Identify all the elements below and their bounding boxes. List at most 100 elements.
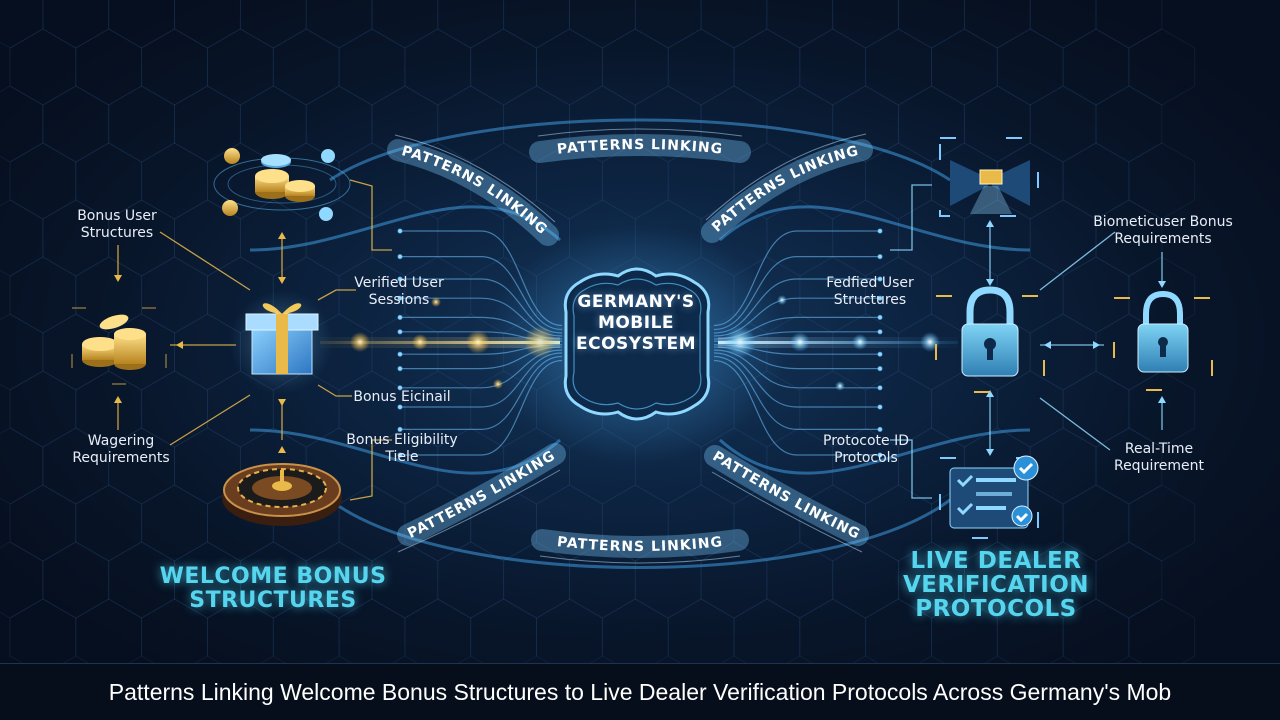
background-hexagon: [338, 142, 406, 220]
center-title-line-3: ECOSYSTEM: [576, 334, 696, 354]
background-hexagon: [1029, 427, 1097, 505]
arc-label-bottom-center: PATTERNS LINKING: [556, 534, 724, 555]
background-hexagon: [141, 28, 208, 106]
right-title-line: PROTOCOLS: [915, 596, 1077, 622]
label-line: Bonus Eicinail: [353, 389, 451, 405]
circuit-node-right: [877, 329, 883, 335]
background-hexagon: [634, 0, 702, 49]
circuit-node-right: [877, 314, 883, 320]
circuit-node-left: [397, 452, 403, 458]
background-hexagon: [1128, 598, 1196, 676]
background-hexagon: [996, 142, 1064, 220]
circuit-node-right: [877, 404, 883, 410]
center-title-line-1: GERMANY'S: [577, 292, 695, 312]
background-hexagon: [174, 0, 241, 49]
circuit-node-right: [877, 426, 883, 432]
background-hexagon: [75, 256, 143, 334]
background-hexagon: [9, 256, 77, 334]
background-hexagon: [1062, 598, 1130, 676]
background-hexagon: [931, 256, 998, 334]
background-hexagon: [9, 142, 77, 220]
label-verified-user-sessions: Verified User Sessions: [344, 275, 454, 309]
circuit-node-left: [397, 295, 403, 301]
background-hexagon: [536, 598, 603, 676]
background-hexagon: [108, 199, 175, 277]
circuit-node-left: [397, 426, 403, 432]
background-hexagon: [832, 313, 899, 391]
label-bonus-eligibility: Bonus Eligibility Tiele: [336, 432, 468, 466]
background-hexagon: [239, 85, 307, 163]
background-hexagon: [108, 541, 175, 619]
padlock-right-icon: [1113, 290, 1213, 391]
background-hexagon: [1029, 0, 1097, 49]
background-hexagon: [207, 598, 274, 676]
background-hexagon: [931, 370, 998, 448]
background-hexagon: [75, 598, 143, 676]
background-hexagon: [9, 598, 77, 676]
label-line: Protocote ID: [823, 433, 909, 449]
light-sparkle: [777, 295, 787, 305]
gift-box-icon: [230, 290, 334, 394]
label-line: Fedfied User: [826, 275, 914, 291]
background-hexagon: [503, 0, 570, 49]
circuit-node-left: [397, 404, 403, 410]
label-line: Real-Time: [1124, 441, 1194, 457]
background-hexagon: [108, 427, 175, 505]
background-hexagon: [1128, 28, 1196, 106]
background-hexagon: [207, 142, 274, 220]
background-hexagon: [42, 313, 110, 391]
background-hexagon: [799, 28, 867, 106]
left-title-line: STRUCTURES: [189, 588, 357, 613]
label-line: Structures: [80, 225, 154, 241]
light-sparkle: [790, 332, 810, 352]
background-hexagon: [601, 28, 669, 106]
label-line: Biometicuser Bonus: [1093, 214, 1233, 230]
circuit-node-right: [877, 366, 883, 372]
background-hexagon: [174, 85, 241, 163]
circuit-node-left: [397, 385, 403, 391]
background-hexagon: [437, 199, 505, 277]
light-sparkle: [431, 297, 441, 307]
light-sparkle: [835, 381, 845, 391]
background-hexagon: [898, 85, 965, 163]
background-hexagon: [75, 484, 143, 562]
circuit-node-right: [877, 276, 883, 282]
background-hexagon: [898, 0, 965, 49]
background-hexagon: [239, 199, 307, 277]
background-hexagon: [437, 541, 505, 619]
background-hexagon: [0, 199, 44, 277]
background-hexagon: [75, 370, 143, 448]
center-title-line-2: MOBILE: [597, 313, 675, 333]
background-hexagon: [239, 541, 307, 619]
circuit-node-right: [877, 452, 883, 458]
background-hexagon: [437, 0, 505, 49]
background-hexagon: [898, 199, 965, 277]
background-hexagon: [75, 28, 143, 106]
background-hexagon: [1062, 142, 1130, 220]
background-hexagon: [865, 370, 932, 448]
background-hexagon: [305, 199, 373, 277]
background-hexagon: [42, 85, 110, 163]
background-hexagon: [1128, 142, 1196, 220]
background-hexagon: [1062, 370, 1130, 448]
circuit-node-right: [877, 228, 883, 234]
background-hexagon: [371, 85, 439, 163]
circuit-node-right: [877, 295, 883, 301]
arc-label-top-center: PATTERNS LINKING: [556, 137, 724, 158]
light-sparkle: [350, 332, 370, 352]
label-real-time-requirement: Real-Time Requirement: [1094, 441, 1224, 475]
background-hexagon: [141, 142, 208, 220]
background-hexagon: [733, 28, 801, 106]
background-hexagon: [1029, 313, 1097, 391]
circuit-node-right: [877, 254, 883, 260]
label-line: Requirements: [72, 450, 170, 466]
background-hexagon: [404, 370, 472, 448]
background-hexagon: [1128, 484, 1196, 562]
label-line: Sessions: [368, 292, 430, 308]
right-section-title: LIVE DEALER VERIFICATION PROTOCOLS: [890, 549, 1102, 621]
background-hexagon: [404, 28, 472, 106]
background-hexagon: [9, 370, 77, 448]
background-hexagon: [0, 313, 44, 391]
